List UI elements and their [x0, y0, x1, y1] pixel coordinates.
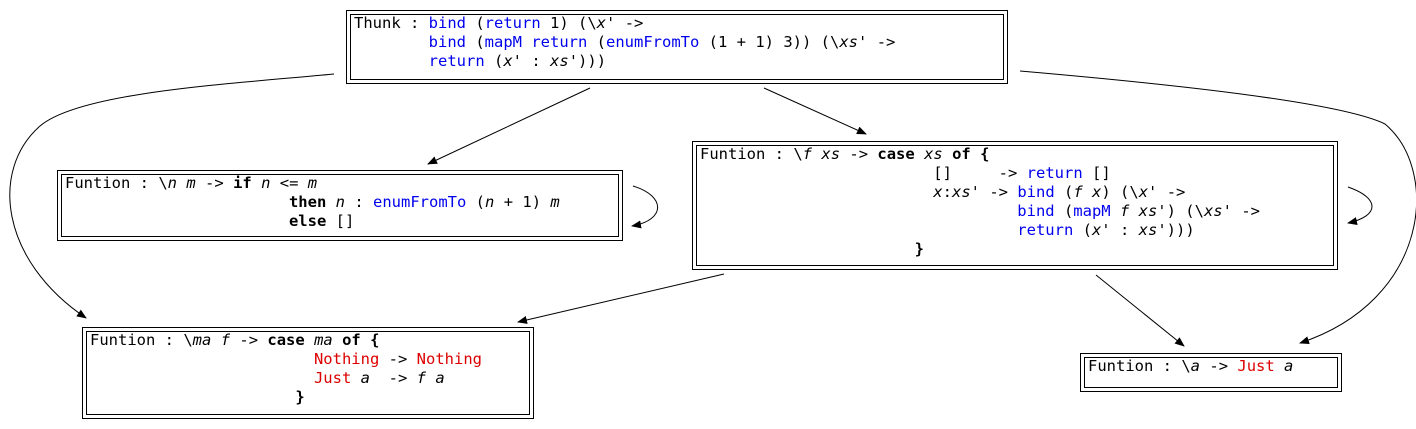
edge-enum-self-loop	[631, 185, 659, 229]
bind-node: Funtion : \ma f -> case ma of { Nothing …	[82, 327, 534, 419]
thunk-code: Thunk : bind (return 1) (\x' -> bind (ma…	[354, 14, 896, 70]
mapm-code: Funtion : \f xs -> case xs of { [] -> re…	[700, 145, 1260, 258]
enum-from-to-code: Funtion : \n m -> if n <= m then n : enu…	[65, 174, 560, 230]
bind-code: Funtion : \ma f -> case ma of { Nothing …	[90, 331, 482, 406]
mapm-node: Funtion : \f xs -> case xs of { [] -> re…	[692, 141, 1338, 270]
edge-thunk-to-mapm	[763, 87, 867, 135]
edge-mapm-to-return	[1095, 274, 1185, 347]
enum-from-to-node: Funtion : \n m -> if n <= m then n : enu…	[57, 170, 623, 241]
edge-thunk-to-bind	[9, 73, 335, 319]
edge-mapm-to-bind	[517, 273, 725, 324]
return-node: Funtion : \a -> Just a	[1080, 353, 1342, 392]
edge-thunk-to-enum	[427, 87, 591, 165]
edge-thunk-to-return	[1019, 70, 1416, 344]
return-code: Funtion : \a -> Just a	[1088, 357, 1294, 375]
edge-mapm-self-loop	[1347, 186, 1373, 225]
thunk-node: Thunk : bind (return 1) (\x' -> bind (ma…	[346, 10, 1008, 84]
